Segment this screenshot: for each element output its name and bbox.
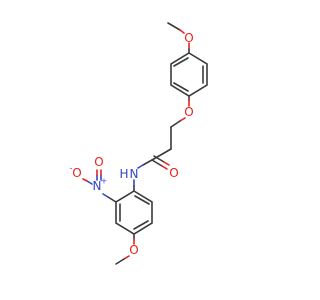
bond-chain-2	[151, 148, 172, 161]
bond-nitro-o-minus-b	[82, 178, 88, 182]
bond-ring-nitro-a	[107, 196, 117, 203]
atom-o-top-methoxy: O	[184, 31, 193, 45]
atom-o-carbonyl: O	[169, 166, 178, 180]
ring-top-double-2	[173, 82, 189, 92]
bond-o-methyl-bottom-a	[123, 255, 130, 260]
bond-ether-ch2-a	[179, 117, 186, 122]
bond-carbonyl-2a	[153, 155, 165, 163]
atom-o-nitro-double: O	[94, 155, 103, 169]
bond-top-methyl-o	[179, 29, 185, 34]
ring-bottom	[115, 190, 153, 235]
molecule-diagram: O O O N H N + O - O O	[69, 22, 208, 265]
ring-top	[170, 52, 208, 97]
atom-o-bottom-methoxy: O	[129, 243, 138, 257]
structure-drawing: O O O N H N + O - O O	[70, 22, 208, 265]
charge-plus: +	[101, 177, 108, 186]
bond-o-methyl-bottom-b	[115, 258, 125, 265]
atom-n-amide: N	[130, 167, 139, 181]
bond-ring-nitro-b	[102, 193, 109, 198]
charge-minus: -	[70, 164, 73, 173]
bond-carbonyl-1b	[161, 165, 168, 170]
bond-c-n-b	[137, 164, 144, 169]
bond-carbonyl-1a	[151, 159, 163, 167]
bond-nitro-o-minus-a	[86, 180, 93, 185]
ring-bottom-double-1	[134, 195, 150, 205]
atom-o-nitro-minus: O	[72, 166, 81, 180]
ring-top-double-3	[173, 57, 189, 67]
atom-n-nitro: N	[93, 179, 102, 193]
bond-carbonyl-2b	[163, 161, 170, 166]
bond-ether-ch2-b	[170, 120, 181, 128]
atom-h-amide: H	[119, 167, 128, 181]
bond-top-methyl	[167, 22, 181, 31]
ring-bottom-double-2	[133, 220, 149, 230]
bond-c-n-a	[142, 159, 153, 166]
atom-o-ether: O	[184, 105, 193, 119]
